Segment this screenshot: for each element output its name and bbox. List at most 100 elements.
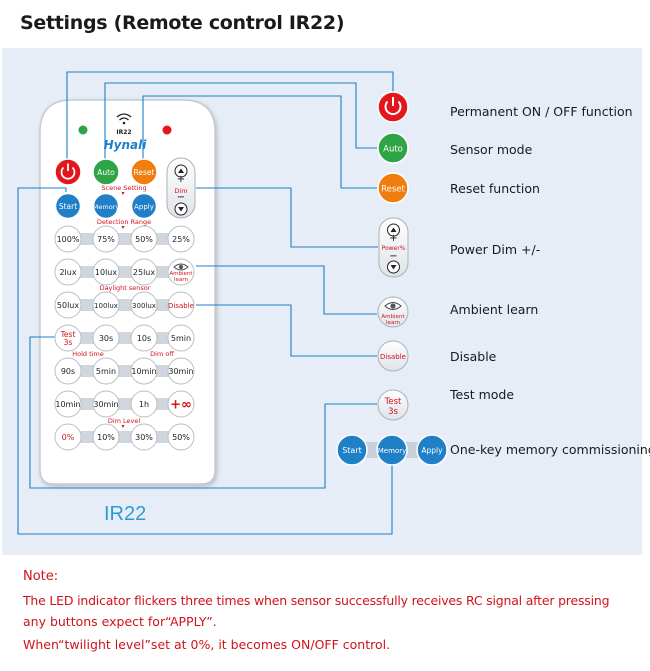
dimoff-30min-button[interactable]: 30min — [167, 357, 195, 385]
range-arrow-icon — [121, 226, 125, 229]
lux-300-button[interactable]: 300lux — [130, 291, 158, 319]
svg-text:learn: learn — [386, 320, 400, 326]
hold-30min-button[interactable]: 30min — [92, 390, 120, 418]
range-50-button[interactable]: 50% — [130, 225, 158, 253]
power-button[interactable] — [54, 158, 82, 186]
hold-30s-button[interactable]: 30s — [92, 324, 120, 352]
svg-text:+∞: +∞ — [170, 398, 192, 413]
range-75-button[interactable]: 75% — [92, 225, 120, 253]
note-line-3: When“twilight level”set at 0%, it become… — [23, 637, 391, 652]
lux-100-button[interactable]: 100lux — [92, 291, 120, 319]
svg-text:Test: Test — [384, 397, 402, 407]
svg-text:3s: 3s — [64, 338, 73, 347]
svg-text:50lux: 50lux — [57, 301, 79, 310]
dimoff-10min-button[interactable]: 10min — [130, 357, 158, 385]
svg-text:Memory: Memory — [93, 203, 120, 211]
note-heading: Note: — [23, 569, 59, 584]
svg-text:Test: Test — [60, 330, 76, 339]
svg-text:+: + — [177, 174, 185, 185]
level-30-button[interactable]: 30% — [130, 423, 158, 451]
svg-text:Start: Start — [342, 446, 362, 455]
note-line-2: any buttons expect for“APPLY”. — [23, 614, 217, 629]
legend-sensor-mode-label: Sensor mode — [450, 142, 533, 157]
svg-text:90s: 90s — [61, 367, 75, 376]
daylight-sensor-label: Daylight sensor — [100, 284, 151, 292]
level-0-button[interactable]: 0% — [54, 423, 82, 451]
svg-text:25lux: 25lux — [133, 268, 155, 277]
svg-text:75%: 75% — [97, 235, 115, 244]
detection-range-label: Detection Range — [97, 218, 151, 226]
range-100-button[interactable]: 100% — [54, 225, 82, 253]
svg-text:30min: 30min — [93, 400, 118, 409]
range-25-button[interactable]: 25% — [167, 225, 195, 253]
scene-arrow-icon — [121, 192, 125, 195]
svg-text:Reset: Reset — [381, 185, 405, 195]
page-title: Settings (Remote control IR22) — [20, 12, 345, 34]
legend-permanent-label: Permanent ON / OFF function — [450, 104, 633, 119]
svg-text:−: − — [389, 251, 397, 262]
legend-test-button: Test 3s — [377, 389, 409, 421]
lux-50-button[interactable]: 50lux — [54, 291, 82, 319]
svg-text:Ambient: Ambient — [169, 271, 193, 277]
dim-level-arrow-icon — [121, 425, 125, 428]
lux-2-button[interactable]: 2lux — [54, 258, 82, 286]
svg-text:10%: 10% — [97, 433, 115, 442]
hold-90s-button[interactable]: 90s — [54, 357, 82, 385]
remote-start-button[interactable]: Start — [54, 192, 82, 220]
svg-text:Start: Start — [59, 202, 77, 211]
dimoff-1h-button[interactable]: 1h — [130, 390, 158, 418]
level-50-button[interactable]: 50% — [167, 423, 195, 451]
lux-25-button[interactable]: 25lux — [130, 258, 158, 286]
brand-logo: Hynali — [104, 138, 148, 152]
svg-text:300lux: 300lux — [132, 302, 156, 310]
reset-button[interactable]: Reset — [130, 158, 158, 186]
legend-reset-label: Reset function — [450, 181, 540, 196]
remote-model-big: IR22 — [104, 503, 147, 525]
dimoff-10s-button[interactable]: 10s — [130, 324, 158, 352]
svg-text:0%: 0% — [62, 433, 75, 442]
dim-rocker-button[interactable]: + Dim − — [166, 157, 196, 219]
svg-text:Power%: Power% — [382, 245, 406, 252]
lux-10-button[interactable]: 10lux — [92, 258, 120, 286]
red-led-icon — [162, 125, 172, 135]
svg-text:10min: 10min — [55, 400, 80, 409]
legend-ambient-button: Ambient learn — [377, 296, 409, 328]
legend-power-button — [377, 91, 409, 123]
svg-text:10lux: 10lux — [95, 268, 117, 277]
level-10-button[interactable]: 10% — [92, 423, 120, 451]
hold-10min-button[interactable]: 10min — [54, 390, 82, 418]
wifi-icon — [116, 113, 132, 121]
svg-text:Reset: Reset — [134, 168, 155, 177]
svg-text:100lux: 100lux — [94, 302, 118, 310]
hold-5min-button[interactable]: 5min — [92, 357, 120, 385]
wifi-dot-icon — [122, 121, 126, 125]
auto-button[interactable]: Auto — [92, 158, 120, 186]
dimoff-5min-button[interactable]: 5min — [167, 324, 195, 352]
dimoff-infinite-button[interactable]: +∞ — [167, 390, 195, 418]
svg-text:Apply: Apply — [421, 446, 443, 455]
remote-apply-button[interactable]: Apply — [130, 192, 158, 220]
green-led-icon — [78, 125, 88, 135]
svg-text:Dim: Dim — [174, 187, 187, 195]
legend-power-dim-button: + Power% − — [378, 217, 409, 278]
svg-text:10min: 10min — [131, 367, 156, 376]
svg-text:5min: 5min — [96, 367, 116, 376]
svg-text:25%: 25% — [172, 235, 190, 244]
svg-text:50%: 50% — [135, 235, 153, 244]
scene-setting-label: Scene Setting — [101, 184, 146, 192]
dim-level-label: Dim Level — [108, 417, 141, 425]
legend-one-key-label: One-key memory commissioning — [450, 442, 650, 457]
svg-text:Auto: Auto — [97, 168, 115, 177]
hold-time-label: Hold time — [72, 350, 104, 358]
legend-power-dim-label: Power Dim +/- — [450, 242, 541, 257]
remote-memory-button[interactable]: Memory — [92, 192, 120, 220]
disable-button[interactable]: Disable — [167, 291, 195, 319]
dim-off-label: Dim off — [150, 350, 174, 358]
leader-lines — [17, 71, 394, 535]
svg-text:+: + — [389, 233, 397, 244]
legend-auto-button: Auto — [377, 132, 409, 164]
legend-memory-chain: Start Memory Apply — [336, 434, 448, 466]
